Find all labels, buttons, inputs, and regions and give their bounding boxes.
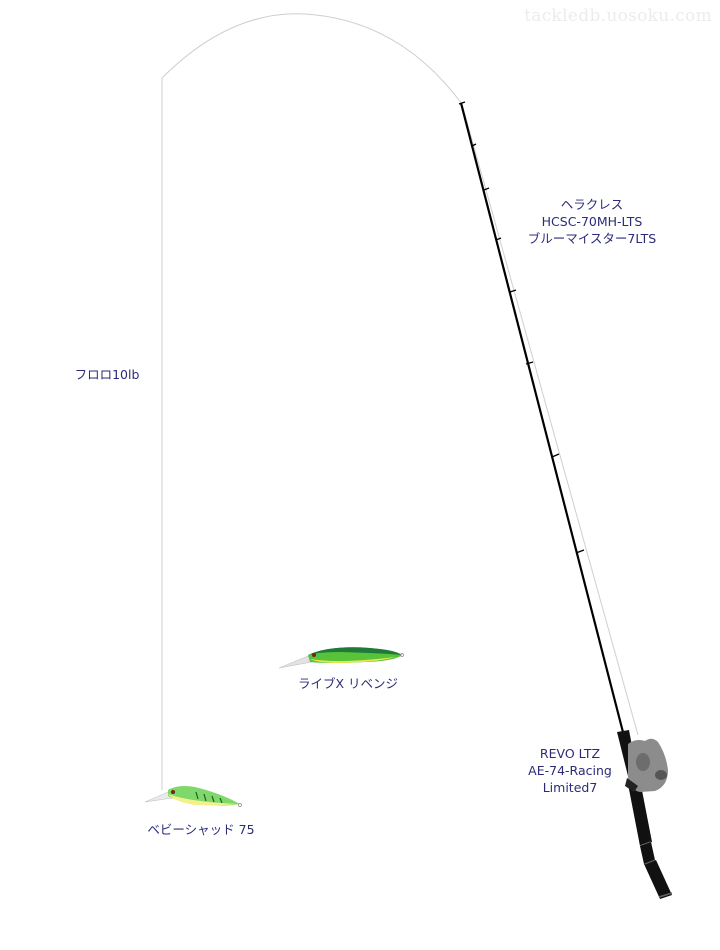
lure-label-baby-shad: ベビーシャッド 75	[147, 822, 255, 837]
fishing-line	[161, 13, 639, 790]
reel-label: REVO LTZ AE-74-Racing Limited7	[510, 745, 630, 796]
reel-edition: Limited7	[542, 780, 598, 795]
watermark: tackledb.uosoku.com	[524, 6, 712, 26]
reel-icon	[625, 738, 668, 792]
line-label: フロロ10lb	[74, 367, 140, 382]
reel-brand: REVO LTZ	[539, 746, 601, 761]
rod-series: ブルーマイスター7LTS	[527, 231, 657, 246]
rod-label: ヘラクレス HCSC-70MH-LTS ブルーマイスター7LTS	[512, 196, 672, 247]
lure-label-live-x-revenge: ライブX リベンジ	[297, 676, 399, 691]
rod-model: HCSC-70MH-LTS	[541, 214, 643, 229]
reel-model: AE-74-Racing	[528, 763, 612, 778]
lure-live-x-revenge-icon	[278, 647, 404, 669]
rod-brand: ヘラクレス	[560, 197, 624, 212]
lure-baby-shad-icon	[144, 786, 242, 807]
